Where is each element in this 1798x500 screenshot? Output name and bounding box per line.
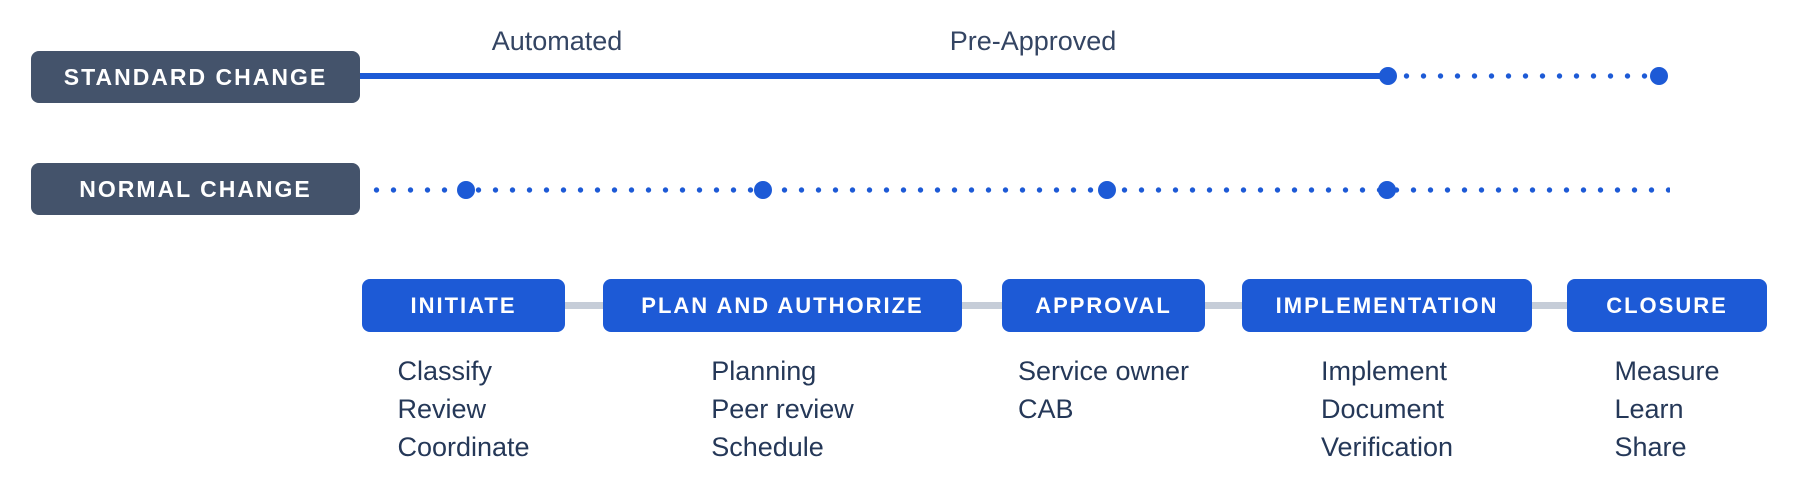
standard-change-dotted-line — [1398, 73, 1650, 79]
stage-activities-initiate: Classify Review Coordinate — [322, 352, 605, 466]
activity-item: Planning — [711, 356, 817, 386]
activity-item: CAB — [1017, 394, 1074, 424]
stage-activities-approval: Service owner CAB — [962, 352, 1245, 428]
stage-activities-implementation: Implement Document Verification — [1202, 352, 1572, 466]
stage-button-initiate: INITIATE — [362, 279, 565, 332]
stage-activities-plan-and-authorize: Planning Peer review Schedule — [563, 352, 1002, 466]
stage-button-implementation: IMPLEMENTATION — [1242, 279, 1532, 332]
activity-item: Review — [397, 394, 486, 424]
stage-activities-closure: Measure Learn Share — [1527, 352, 1798, 466]
stage-button-approval: APPROVAL — [1002, 279, 1205, 332]
normal-milestone-dot-initiate — [457, 181, 475, 199]
activity-item: Peer review — [711, 394, 854, 424]
stage-button-closure: CLOSURE — [1567, 279, 1767, 332]
preapproved-label: Pre-Approved — [949, 26, 1117, 56]
activity-item: Verification — [1320, 432, 1454, 462]
activity-item: Document — [1320, 394, 1445, 424]
activity-item: Service owner — [1017, 356, 1190, 386]
normal-milestone-dot-implementation — [1378, 181, 1396, 199]
normal-milestone-dot-plan — [754, 181, 772, 199]
activity-item: Measure — [1614, 356, 1720, 386]
standard-change-badge: STANDARD CHANGE — [31, 51, 360, 103]
activity-item: Classify — [397, 356, 492, 386]
normal-milestone-dot-approval — [1098, 181, 1116, 199]
activity-item: Coordinate — [397, 432, 530, 462]
normal-change-badge: NORMAL CHANGE — [31, 163, 360, 215]
activity-item: Schedule — [711, 432, 824, 462]
stage-button-plan-and-authorize: PLAN AND AUTHORIZE — [603, 279, 962, 332]
activity-item: Learn — [1614, 394, 1684, 424]
standard-milestone-dot-implementation — [1379, 67, 1397, 85]
activity-item: Share — [1614, 432, 1687, 462]
standard-change-solid-line — [360, 73, 1388, 79]
standard-milestone-dot-closure — [1650, 67, 1668, 85]
activity-item: Implement — [1320, 356, 1448, 386]
normal-change-dotted-line — [368, 187, 1670, 193]
automated-label: Automated — [491, 26, 623, 56]
